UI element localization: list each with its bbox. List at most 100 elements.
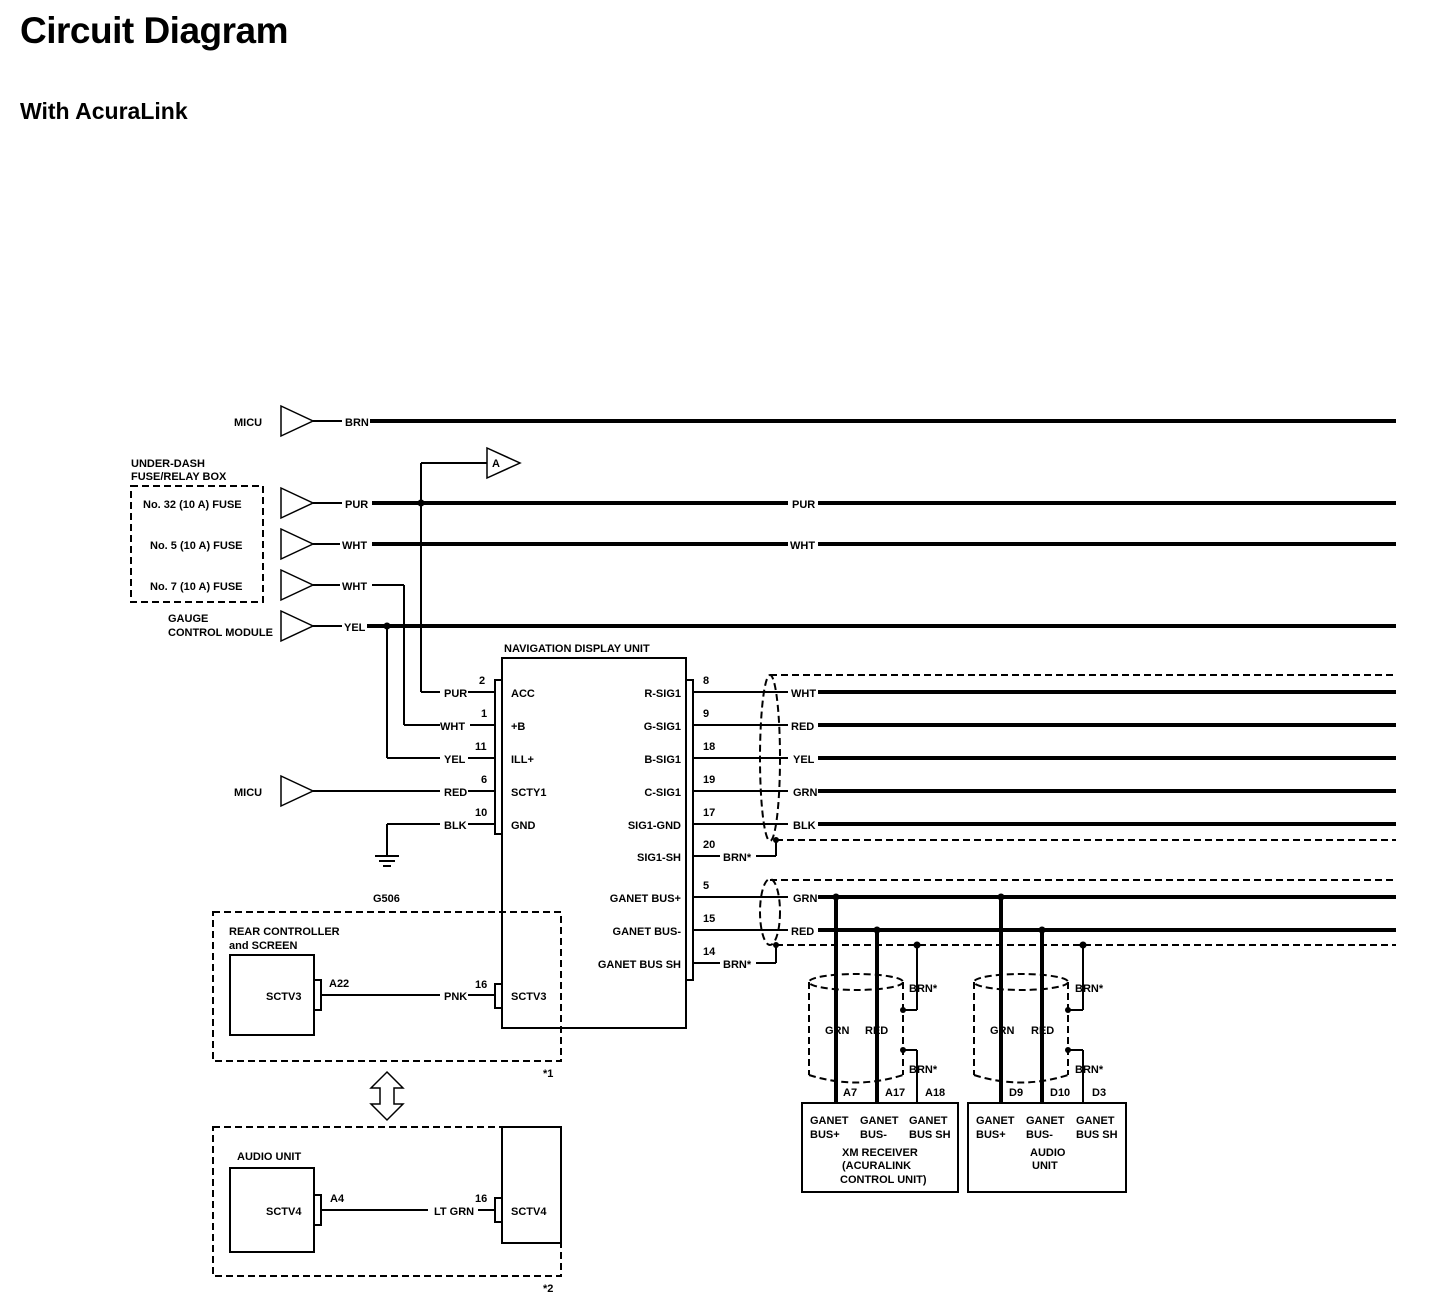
pnk-label: PNK [444, 991, 467, 1003]
audio-brn-label-1: BRN* [1075, 983, 1104, 995]
audio-pin: D9 [1009, 1087, 1023, 1099]
micu-mid-triangle [280, 774, 315, 808]
yel-label-1: YEL [344, 622, 366, 634]
audio-term: BUS+ [976, 1129, 1006, 1141]
xm-term: GANET [909, 1115, 948, 1127]
gauge-label-2: CONTROL MODULE [168, 627, 273, 639]
wht-label-1: WHT [342, 540, 367, 552]
wht-label-2: WHT [790, 540, 815, 552]
connector-a-label: A [492, 458, 500, 470]
nav-left-num: 11 [475, 741, 487, 753]
nav-left-name: ACC [511, 688, 535, 700]
nav-right-wire: RED [791, 926, 814, 938]
page-subtitle: With AcuraLink [20, 98, 188, 124]
nav-right-wire: WHT [791, 688, 816, 700]
nav-right-name: GANET BUS+ [610, 893, 681, 905]
audio-unit-box [229, 1167, 315, 1253]
audio-unit-right-box [967, 1102, 1127, 1193]
xm-name-3: CONTROL UNIT) [840, 1174, 927, 1186]
nav-title: NAVIGATION DISPLAY UNIT [504, 643, 650, 655]
nav-right-num: 20 [703, 839, 715, 851]
nav-right-num: 15 [703, 913, 715, 925]
nav-sctv4-name: SCTV4 [511, 1206, 547, 1218]
nav-left-wire: PUR [444, 688, 467, 700]
xm-term: BUS+ [810, 1129, 840, 1141]
nav-right-name: B-SIG1 [644, 754, 681, 766]
audio-left-pin: A4 [330, 1193, 345, 1205]
nav-right-name: R-SIG1 [644, 688, 681, 700]
wht-label-3: WHT [342, 581, 367, 593]
nav-right-num: 19 [703, 774, 715, 786]
under-dash-label-2: FUSE/RELAY BOX [131, 471, 227, 483]
ltgrn-label: LT GRN [434, 1206, 474, 1218]
top-wires [313, 419, 1396, 628]
nav-right-num: 18 [703, 741, 715, 753]
xm-red-label: RED [865, 1025, 888, 1037]
xm-name-2: (ACURALINK [842, 1160, 911, 1172]
bus-drops [808, 893, 1087, 1103]
fuse7-triangle [280, 568, 315, 602]
nav-right-num: 17 [703, 807, 715, 819]
nav-left-num: 10 [475, 807, 487, 819]
xm-name-1: XM RECEIVER [842, 1147, 918, 1159]
xm-pin: A17 [885, 1087, 905, 1099]
nav-left-num: 6 [481, 774, 487, 786]
branch-wires [313, 462, 495, 867]
nav-right-wire: YEL [793, 754, 815, 766]
nav-right-name: GANET BUS- [613, 926, 682, 938]
xm-term: GANET [860, 1115, 899, 1127]
audio-name-1: AUDIO [1030, 1147, 1066, 1159]
xm-term: BUS- [860, 1129, 887, 1141]
nav-left-wire: WHT [440, 721, 465, 733]
pur-label-1: PUR [345, 499, 368, 511]
xm-term: GANET [810, 1115, 849, 1127]
audio-term: GANET [1026, 1115, 1065, 1127]
rear-controller-outline [212, 911, 562, 1062]
nav-right-wire: GRN [793, 787, 818, 799]
rear-title-1: REAR CONTROLLER [229, 926, 340, 938]
fuse32-triangle [280, 486, 315, 520]
micu-top-triangle [280, 404, 315, 438]
nav-left-name: SCTY1 [511, 787, 546, 799]
xm-term: BUS SH [909, 1129, 951, 1141]
audio-pin: D3 [1092, 1087, 1106, 1099]
navigation-display-unit-box [501, 657, 687, 1029]
rear-title-2: and SCREEN [229, 940, 298, 952]
fuse32-label: No. 32 (10 A) FUSE [143, 499, 242, 511]
audio-term: BUS SH [1076, 1129, 1118, 1141]
audio-left-title: AUDIO UNIT [237, 1151, 301, 1163]
xm-brn-label-2: BRN* [909, 1064, 938, 1076]
nav-right-name: SIG1-GND [628, 820, 681, 832]
nav-sctv3-name: SCTV3 [511, 991, 546, 1003]
audio-brn-label-2: BRN* [1075, 1064, 1104, 1076]
xm-pin: A18 [925, 1087, 945, 1099]
audio-grn-label: GRN [990, 1025, 1015, 1037]
nav-left-name: +B [511, 721, 525, 733]
nav-left-name: ILL+ [511, 754, 534, 766]
rear-pin: A22 [329, 978, 349, 990]
nav-right-num: 14 [703, 946, 716, 958]
nav-right-name: G-SIG1 [644, 721, 681, 733]
fuse5-triangle [280, 527, 315, 561]
nav-left-wire: RED [444, 787, 467, 799]
nav-sctv3-num: 16 [475, 979, 487, 991]
nav-right-wire: BRN* [723, 852, 752, 864]
source-triangles [280, 404, 522, 808]
nav-right-name: GANET BUS SH [598, 959, 681, 971]
nav-sctv4-num: 16 [475, 1193, 487, 1205]
nav-right-num: 8 [703, 675, 709, 687]
micu-mid-label: MICU [234, 787, 262, 799]
nav-right-num: 5 [703, 880, 709, 892]
audio-term: GANET [1076, 1115, 1115, 1127]
nav-right-num: 9 [703, 708, 709, 720]
nav-left-num: 1 [481, 708, 487, 720]
audio-name-2: UNIT [1032, 1160, 1058, 1172]
nav-right-name: C-SIG1 [644, 787, 681, 799]
xm-receiver-box [801, 1102, 959, 1193]
audio-term: BUS- [1026, 1129, 1053, 1141]
xm-pin: A7 [843, 1087, 857, 1099]
brn-top-label: BRN [345, 417, 369, 429]
ground-label: G506 [373, 893, 400, 905]
fuse-relay-box-outline [130, 485, 264, 603]
